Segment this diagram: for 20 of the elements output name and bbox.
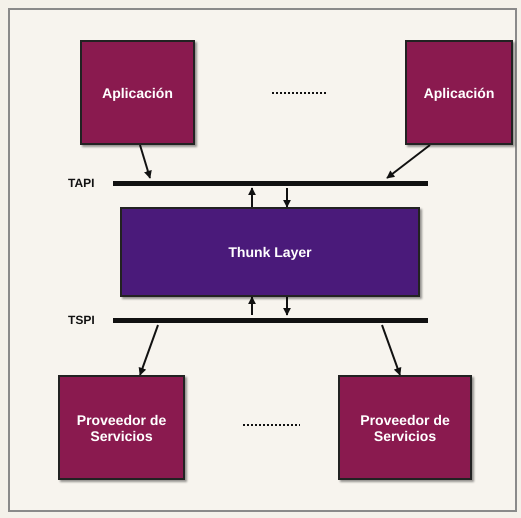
interface-label: TAPI <box>68 178 96 188</box>
component-box <box>80 40 195 145</box>
layer-box <box>120 207 420 297</box>
component-box <box>405 40 513 145</box>
component-box <box>338 375 472 480</box>
arrow <box>283 188 291 208</box>
box-label: Proveedor de Servicios <box>359 412 451 444</box>
box-label: Aplicación <box>424 84 494 100</box>
interface-label: TSPI <box>68 315 96 325</box>
arrow <box>139 144 152 179</box>
arrow <box>283 297 291 316</box>
arrow <box>248 187 256 207</box>
arrow <box>381 324 402 376</box>
box-label: Aplicación <box>102 84 173 100</box>
arrow <box>386 144 431 179</box>
box-label: Proveedor de Servicios <box>76 412 168 444</box>
arrow <box>248 296 256 315</box>
component-box <box>58 375 185 480</box>
box-label: Thunk Layer <box>228 244 312 260</box>
arrow <box>138 324 159 376</box>
